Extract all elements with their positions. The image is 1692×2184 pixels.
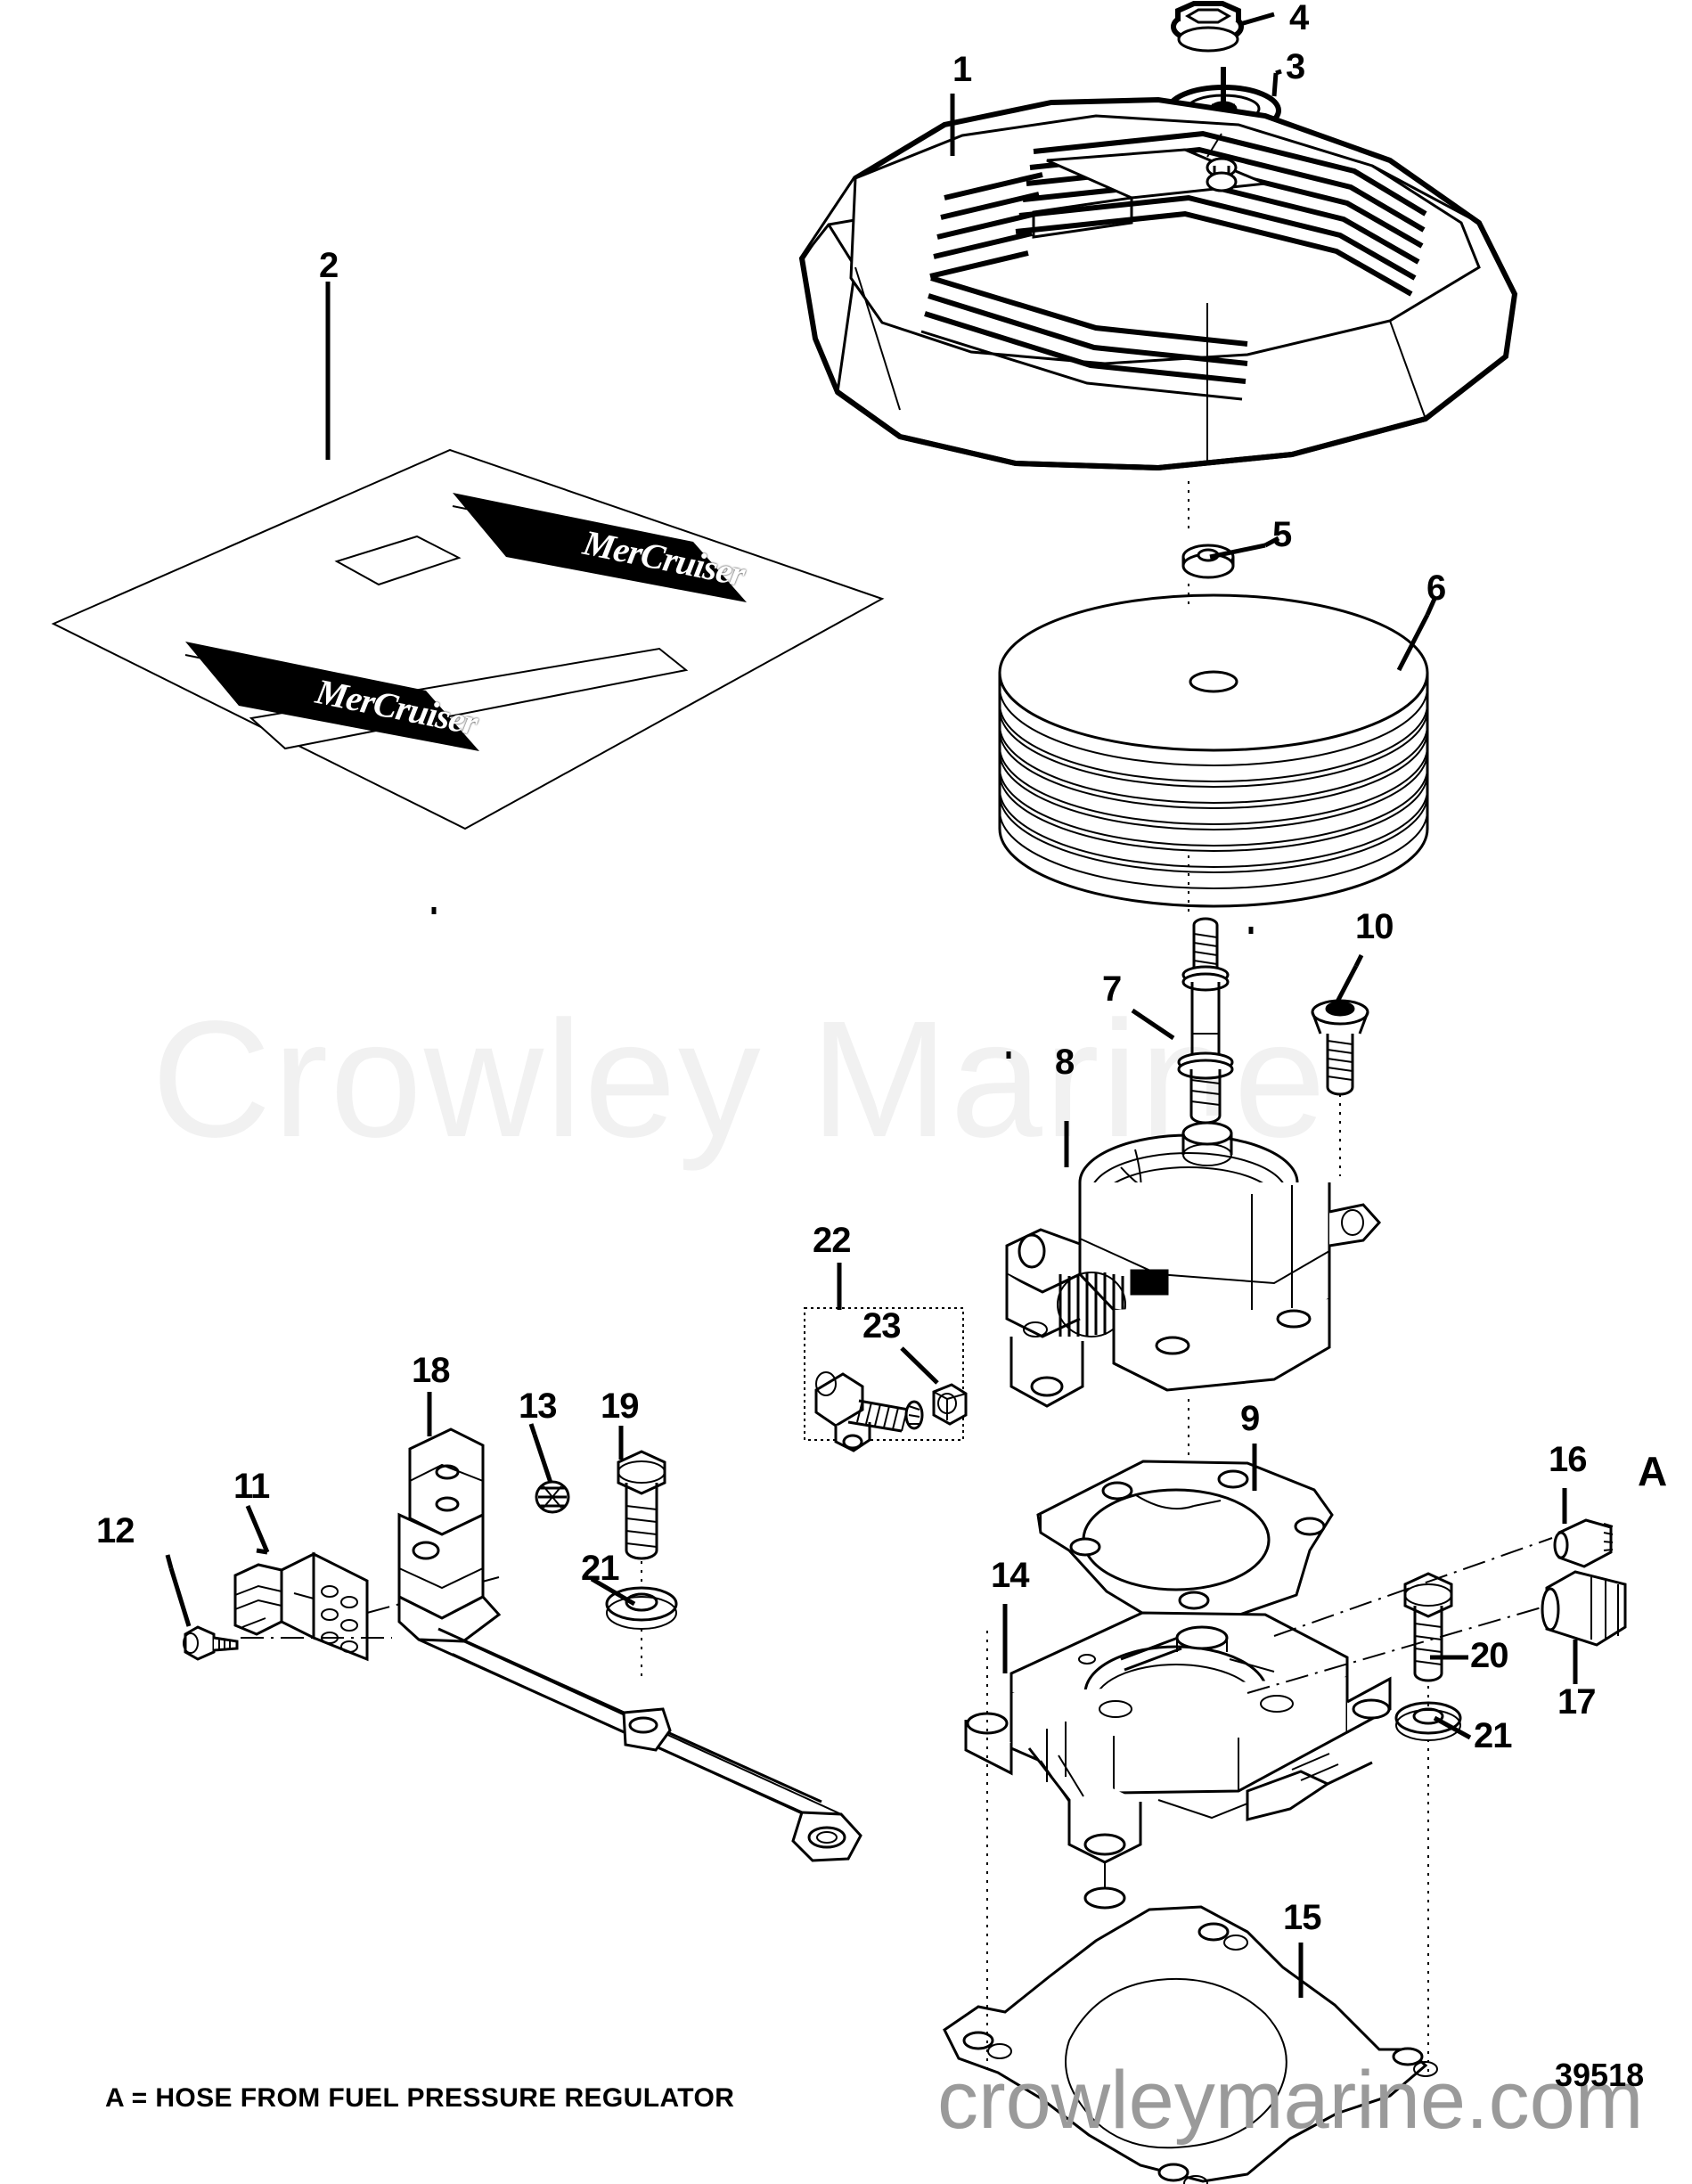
callout-2: 2 bbox=[319, 246, 339, 285]
callout-21: 21 bbox=[581, 1549, 619, 1588]
part-13-screw-bracket bbox=[535, 1480, 570, 1514]
callout-11: 11 bbox=[233, 1467, 270, 1506]
part-21-washer-adapter bbox=[1394, 1701, 1462, 1741]
part-15-gasket-adapter-base bbox=[943, 1905, 1438, 2184]
part-6-flame-arrestor-element bbox=[998, 593, 1429, 908]
part-16-hose-connector-pin bbox=[1553, 1518, 1614, 1568]
drawing-number: 39518 bbox=[1555, 2057, 1645, 2093]
part-8-throttle-body bbox=[1005, 1121, 1382, 1408]
callout-3: 3 bbox=[1286, 47, 1305, 86]
callout-22: 22 bbox=[813, 1221, 851, 1260]
reference-marker-a: A bbox=[1638, 1448, 1668, 1494]
part-19-bolt-bracket bbox=[617, 1450, 666, 1560]
callout-7: 7 bbox=[1102, 969, 1122, 1009]
part-17-fitting bbox=[1541, 1570, 1627, 1647]
part-1-flame-arrestor-cover bbox=[798, 96, 1518, 471]
part-11-cable-anchor-bracket bbox=[233, 1551, 369, 1662]
callout-23: 23 bbox=[862, 1306, 901, 1346]
callout-13: 13 bbox=[519, 1386, 557, 1426]
callout-15: 15 bbox=[1283, 1898, 1321, 1937]
callout-20: 20 bbox=[1470, 1636, 1508, 1675]
callout-10: 10 bbox=[1355, 907, 1394, 946]
part-20-bolt-adapter bbox=[1403, 1572, 1453, 1682]
part-2-decal-set bbox=[51, 448, 885, 830]
callout-6: 6 bbox=[1426, 568, 1446, 608]
callout-16: 16 bbox=[1549, 1440, 1587, 1479]
part-7-stud bbox=[1177, 917, 1234, 1125]
callout-9: 9 bbox=[1240, 1399, 1260, 1438]
part-12-screw-anchor bbox=[183, 1625, 239, 1661]
callout-21-adapter: 21 bbox=[1474, 1716, 1512, 1755]
callout-14: 14 bbox=[991, 1556, 1029, 1595]
callout-17: 17 bbox=[1557, 1682, 1596, 1722]
callout-8: 8 bbox=[1055, 1043, 1075, 1082]
part-5-grommet bbox=[1181, 544, 1235, 579]
legend-note: A = HOSE FROM FUEL PRESSURE REGULATOR bbox=[105, 2083, 735, 2113]
callout-4: 4 bbox=[1289, 0, 1309, 37]
callout-1: 1 bbox=[952, 50, 972, 89]
part-4-nut bbox=[1171, 0, 1244, 53]
callout-12: 12 bbox=[96, 1511, 135, 1550]
part-23-fitting-assembly bbox=[814, 1371, 968, 1452]
part-10-screw bbox=[1311, 999, 1369, 1096]
part-18-support-bracket bbox=[397, 1427, 862, 1862]
part-9-gasket-throttle-body bbox=[1036, 1460, 1334, 1624]
callout-5: 5 bbox=[1272, 515, 1292, 554]
part-14-throttle-body-adapter bbox=[964, 1611, 1392, 1910]
callout-19: 19 bbox=[601, 1386, 639, 1426]
callout-18: 18 bbox=[412, 1351, 450, 1390]
